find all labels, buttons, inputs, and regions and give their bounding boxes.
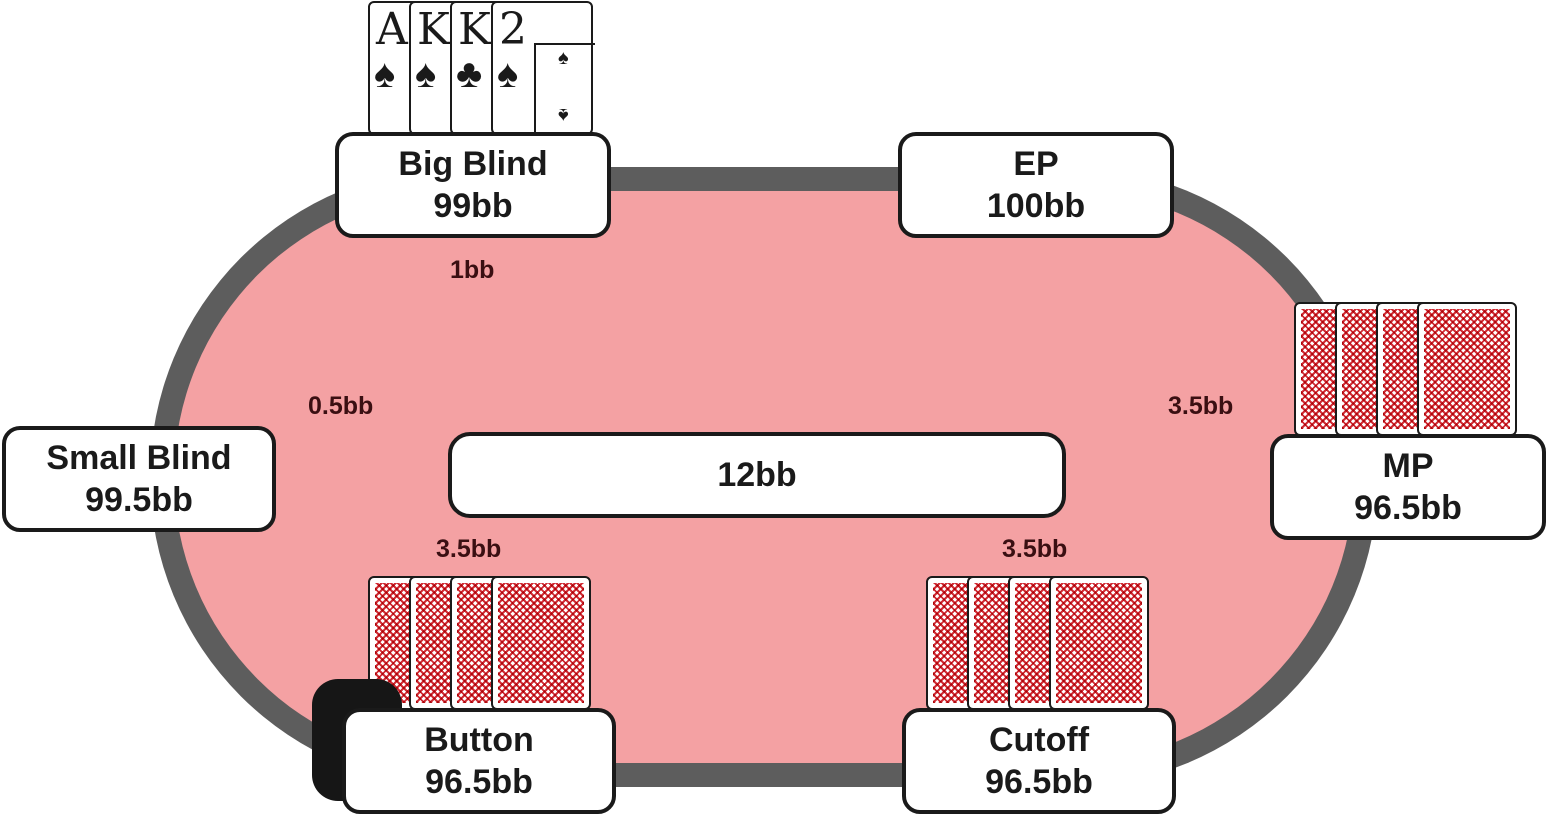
bet-small-blind: 0.5bb (308, 392, 374, 420)
club-icon: ♣ (456, 52, 483, 96)
spade-icon: ♠ (558, 47, 569, 69)
card-back-icon (1417, 302, 1517, 436)
spade-icon: ♠ (415, 52, 437, 96)
seat-mp[interactable]: MP 96.5bb (1270, 434, 1546, 540)
card-rank: K (417, 4, 450, 55)
card-pip-frame: ♠ ♠ (534, 43, 595, 137)
spade-icon: ♠ (558, 104, 569, 126)
card-back-icon (1049, 576, 1149, 710)
seat-button[interactable]: Button 96.5bb (342, 708, 616, 814)
card-rank: A (376, 4, 408, 55)
seat-stack: 99.5bb (85, 481, 193, 519)
seat-stack: 96.5bb (985, 763, 1093, 801)
card-rank: 2 (499, 4, 527, 55)
card-rank: K (458, 4, 491, 55)
seat-name: EP (1013, 145, 1059, 183)
seat-name: Small Blind (46, 439, 232, 477)
seat-cutoff[interactable]: Cutoff 96.5bb (902, 708, 1176, 814)
bet-button: 3.5bb (436, 535, 502, 563)
cutoff-hidden-cards (926, 576, 1152, 710)
seat-stack: 96.5bb (1354, 489, 1462, 527)
seat-name: Button (424, 721, 534, 759)
bet-big-blind: 1bb (450, 256, 495, 284)
pot-amount: 12bb (717, 455, 797, 494)
seat-stack: 96.5bb (425, 763, 533, 801)
seat-name: MP (1382, 447, 1434, 485)
hero-hand[interactable]: A ♠ K ♠ K ♣ 2 ♠ ♠ ♠ (368, 1, 596, 137)
mp-hidden-cards (1294, 302, 1520, 436)
pot-display: 12bb (448, 432, 1066, 518)
seat-name: Cutoff (988, 721, 1090, 759)
button-hidden-cards (368, 576, 594, 710)
hero-card-4[interactable]: 2 ♠ ♠ ♠ (491, 1, 595, 137)
seat-stack: 100bb (986, 187, 1086, 225)
bet-cutoff: 3.5bb (1002, 535, 1068, 563)
bet-mp: 3.5bb (1168, 392, 1234, 420)
seat-stack: 99bb (433, 187, 513, 225)
card-back-icon (491, 576, 591, 710)
seat-ep[interactable]: EP 100bb (898, 132, 1174, 238)
seat-small-blind[interactable]: Small Blind 99.5bb (2, 426, 276, 532)
spade-icon: ♠ (497, 52, 519, 96)
spade-icon: ♠ (374, 52, 396, 96)
seat-name: Big Blind (398, 145, 548, 183)
seat-big-blind[interactable]: Big Blind 99bb (335, 132, 611, 238)
